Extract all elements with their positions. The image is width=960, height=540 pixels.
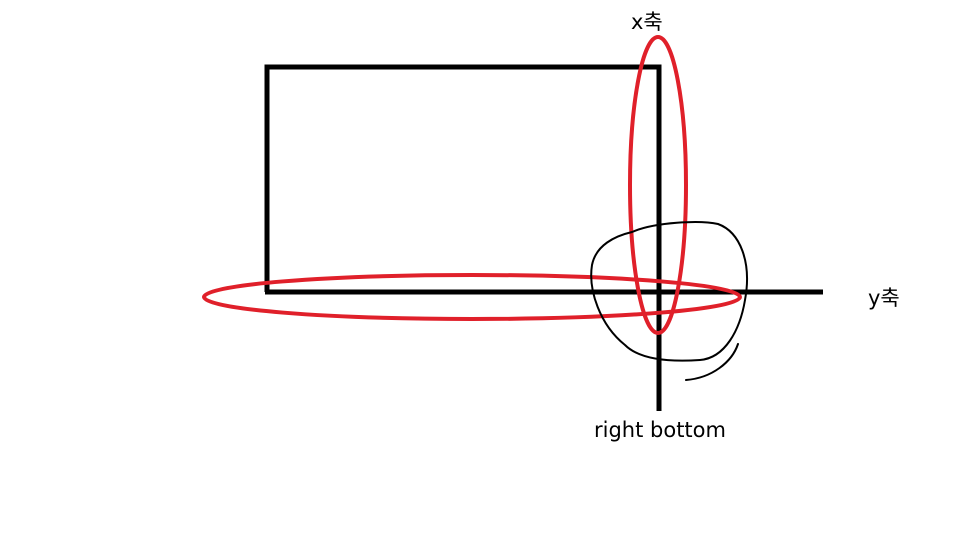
y-axis-label: y축 xyxy=(868,286,900,310)
horizontal-highlight-ellipse xyxy=(202,273,742,321)
vertical-highlight-ellipse xyxy=(628,35,688,335)
rectangle-outline xyxy=(264,64,662,292)
corner-scribble-circle xyxy=(590,221,748,381)
x-axis-label: x축 xyxy=(631,10,663,34)
corner-label: right bottom xyxy=(594,418,726,442)
